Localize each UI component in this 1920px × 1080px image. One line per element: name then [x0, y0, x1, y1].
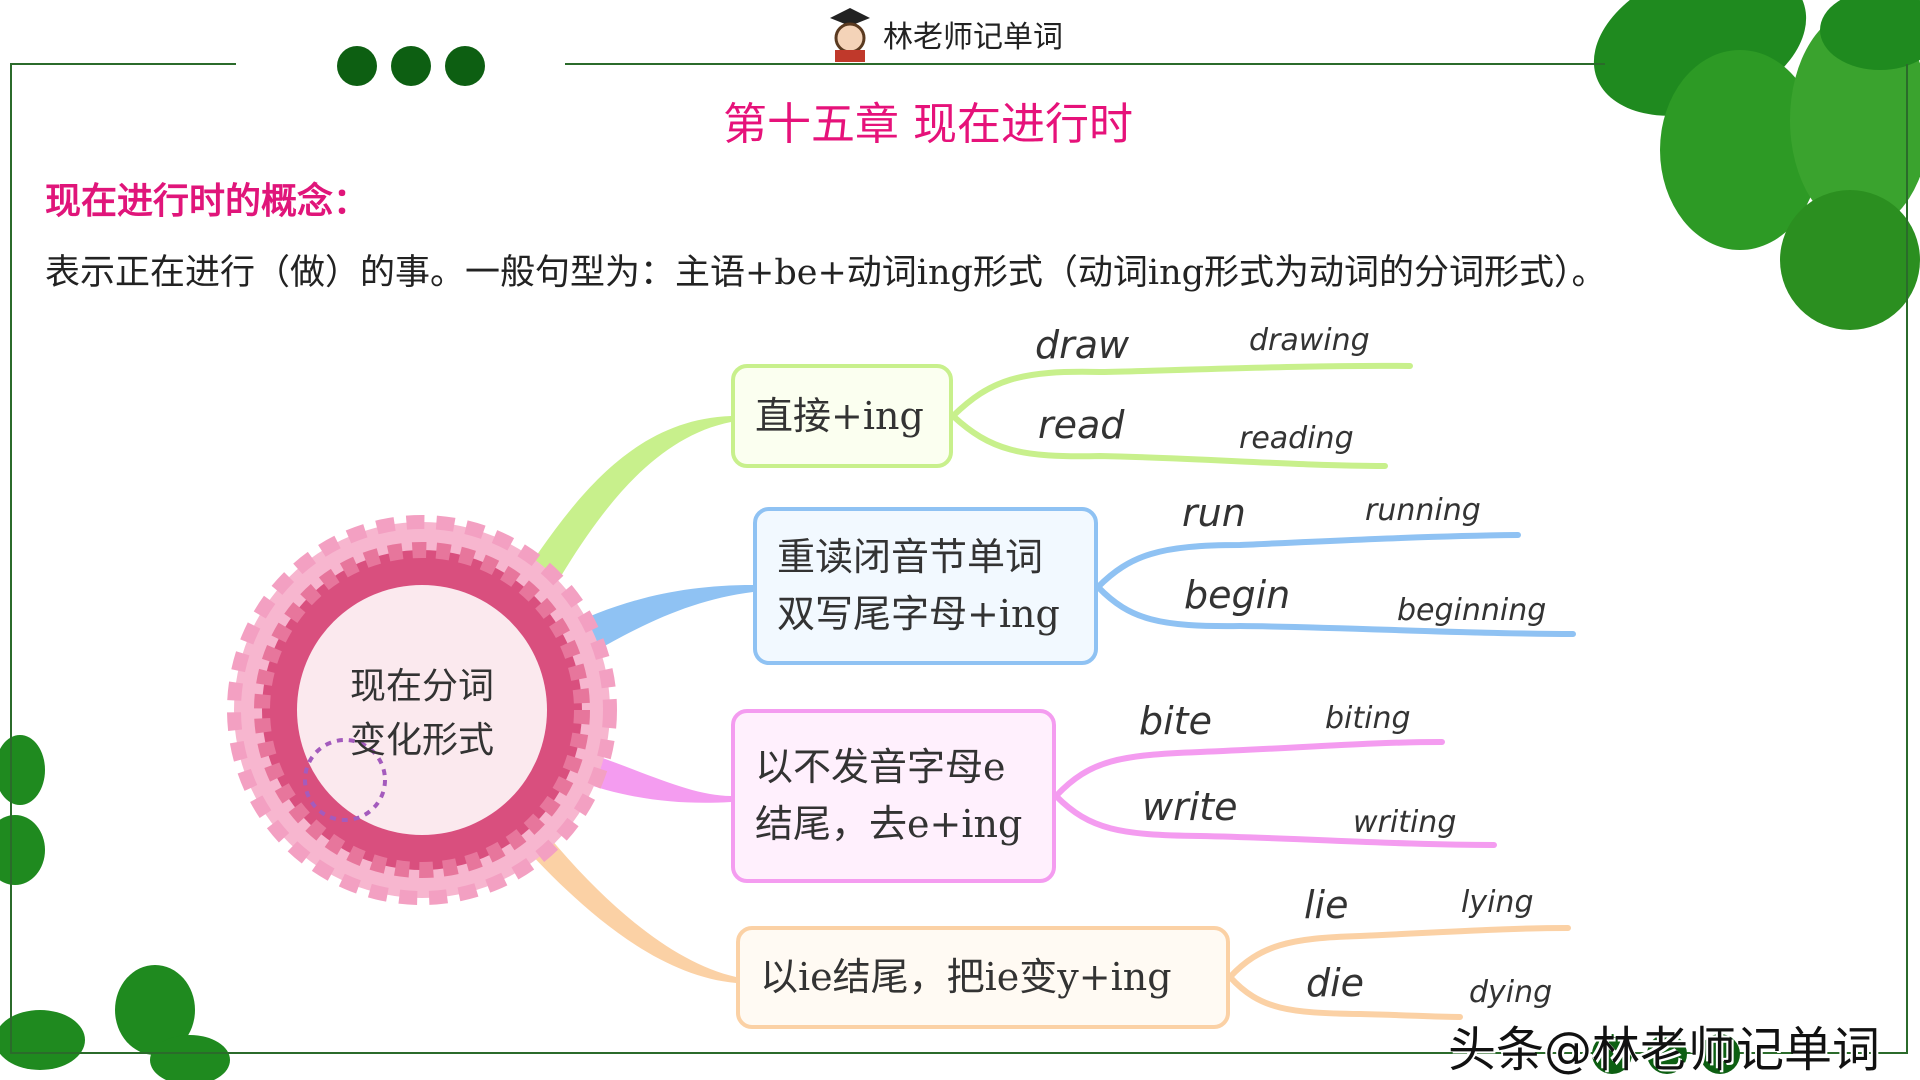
flower-icon [227, 515, 617, 905]
center-label: 变化形式 [350, 720, 494, 761]
logo-text: 林老师记单词 [883, 20, 1063, 55]
rule-text: 结尾，去e+ing [755, 802, 1023, 846]
dot-icon [1700, 1034, 1740, 1074]
dot-icon [445, 46, 485, 86]
twig [1053, 793, 1497, 848]
ing-word: running [1365, 493, 1481, 528]
watermark: 头条@林老师记单词 [1447, 1022, 1880, 1078]
dot-icon [1647, 1034, 1687, 1074]
ing-word: lying [1461, 885, 1533, 920]
twig [1095, 532, 1521, 590]
branch-trunk [560, 585, 753, 660]
base-word: draw [1035, 323, 1130, 367]
base-word: die [1306, 961, 1364, 1005]
base-word: bite [1139, 699, 1212, 743]
base-word: run [1182, 491, 1246, 535]
rule-box-double-consonant: 重读闭音节单词 双写尾字母+ing [753, 507, 1098, 665]
rule-text: 以ie结尾，把ie变y+ing [760, 955, 1172, 999]
rule-box-silent-e: 以不发音字母e 结尾，去e+ing [731, 709, 1056, 883]
twig [1227, 925, 1571, 980]
ing-word: beginning [1397, 593, 1546, 628]
divider [10, 63, 236, 65]
ing-word: drawing [1249, 323, 1370, 358]
twig [950, 413, 1388, 469]
ing-word: writing [1353, 805, 1456, 840]
ing-word: dying [1469, 975, 1552, 1010]
twig [1095, 584, 1576, 637]
rule-text: 重读闭音节单词 [777, 535, 1044, 579]
divider [565, 63, 1605, 65]
twig [1053, 739, 1445, 799]
base-word: begin [1184, 573, 1290, 617]
page-title: 第十五章 现在进行时 [723, 99, 1133, 150]
twig [950, 362, 1413, 419]
rule-text: 双写尾字母+ing [777, 592, 1060, 636]
ing-word: reading [1239, 421, 1354, 456]
rule-text: 直接+ing [755, 393, 924, 438]
base-word: write [1142, 785, 1238, 829]
rule-box-direct-ing: 直接+ing [731, 364, 953, 468]
dot-icon [1592, 1034, 1632, 1074]
branch-trunk [575, 750, 731, 803]
logo: 林老师记单词 [825, 6, 1063, 62]
center-label: 现在分词 [350, 666, 494, 707]
concept-heading: 现在进行时的概念： [45, 180, 370, 222]
base-word: read [1038, 403, 1125, 447]
rule-text: 以不发音字母e [755, 745, 1006, 789]
dot-icon [391, 46, 431, 86]
rule-box-ie-to-y: 以ie结尾，把ie变y+ing [736, 926, 1230, 1029]
dot-icon [337, 46, 377, 86]
concept-description: 表示正在进行（做）的事。一般句型为：主语+be+动词ing形式（动词ing形式为… [45, 253, 1607, 293]
teacher-avatar-icon [830, 8, 870, 62]
ing-word: biting [1325, 701, 1411, 736]
base-word: lie [1304, 883, 1349, 927]
twig [1227, 974, 1463, 1020]
slide-frame [10, 64, 1908, 1054]
